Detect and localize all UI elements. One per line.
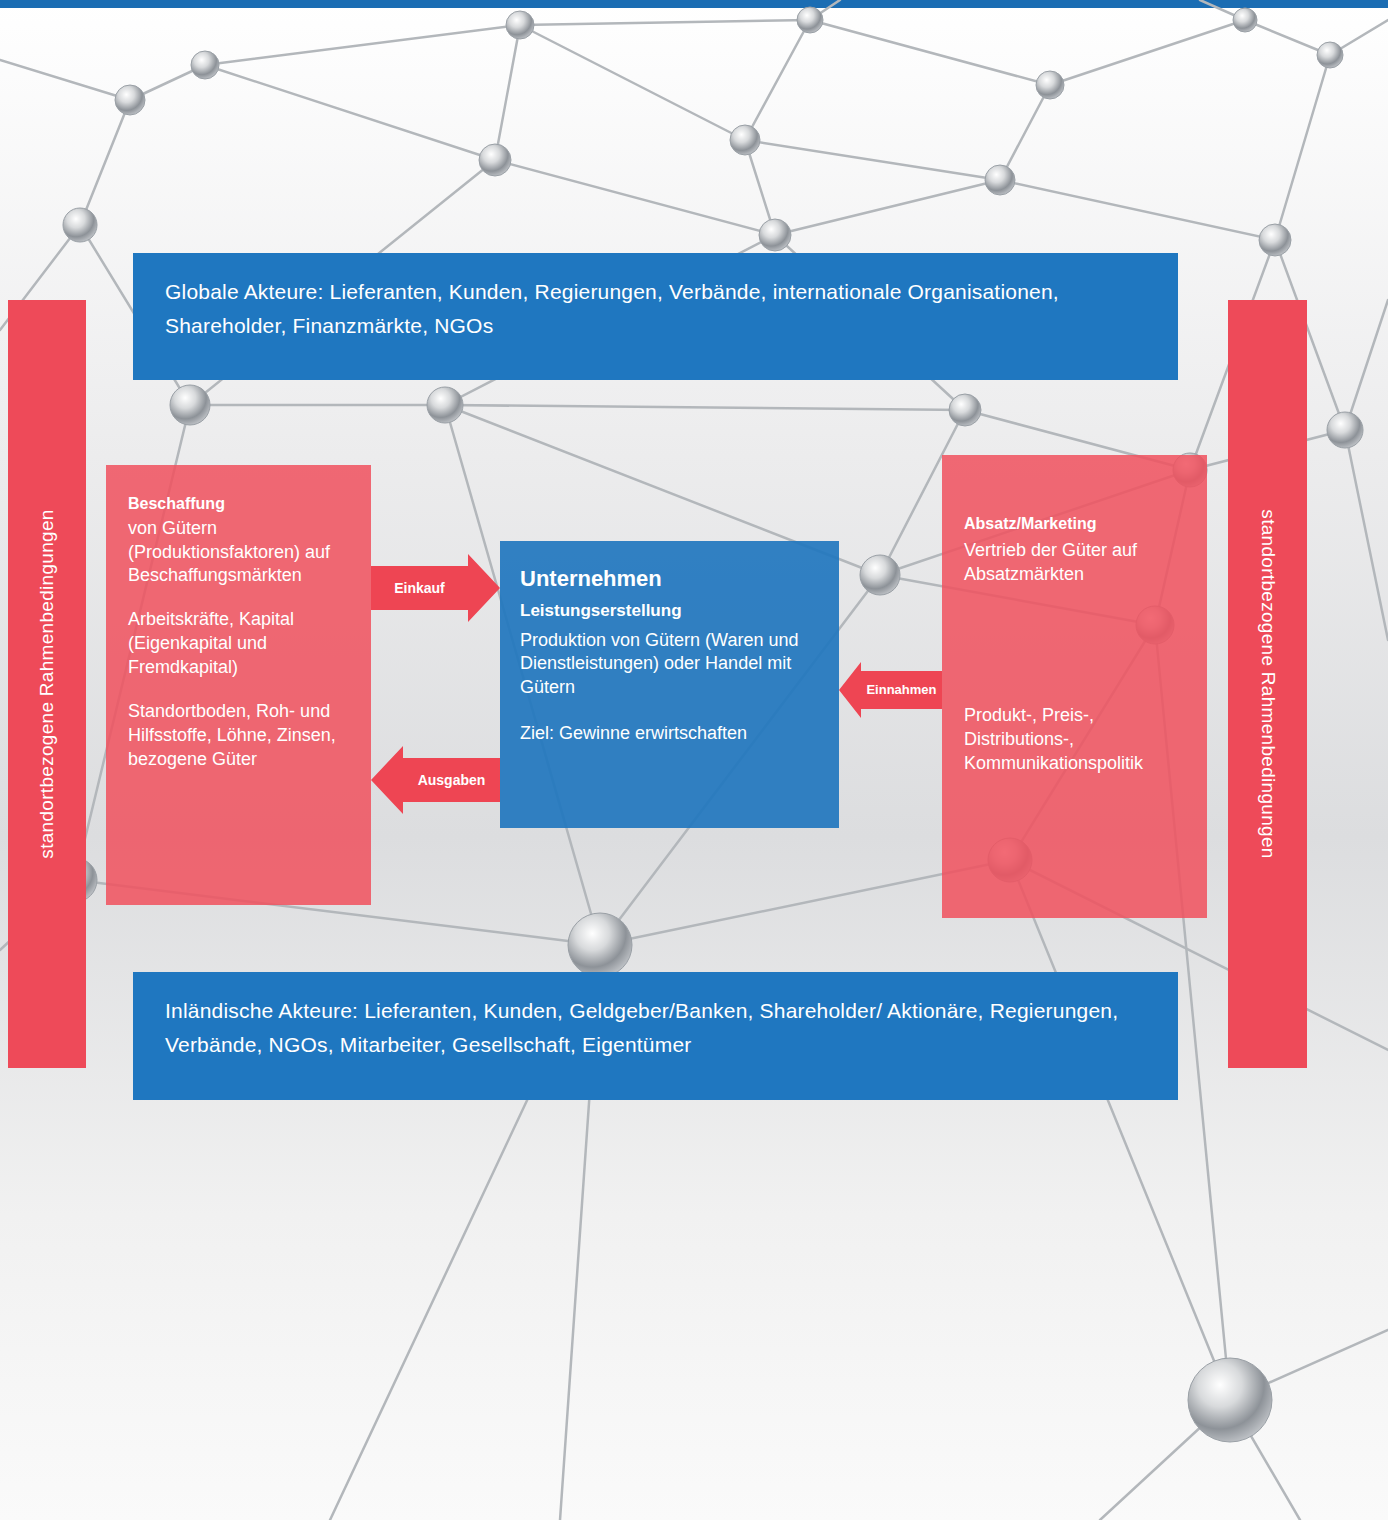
box-text: Vertrieb der Güter auf Absatzmärkten bbox=[964, 539, 1195, 587]
sphere bbox=[170, 385, 210, 425]
sphere bbox=[1036, 71, 1064, 99]
rod bbox=[1345, 300, 1388, 430]
actor-band: Inländische Akteure: Lieferanten, Kunden… bbox=[133, 972, 1178, 1100]
block-arrow bbox=[839, 662, 942, 718]
framework-band: standortbezogene Rahmenbedingungen bbox=[8, 300, 86, 1068]
rod bbox=[1000, 180, 1275, 240]
sphere bbox=[985, 165, 1015, 195]
band-label: standortbezogene Rahmenbedingungen bbox=[1257, 509, 1279, 858]
sphere bbox=[949, 394, 981, 426]
actor-band: Globale Akteure: Lieferanten, Kunden, Re… bbox=[133, 253, 1178, 380]
sphere bbox=[860, 555, 900, 595]
box-text: Leistungserstellung bbox=[520, 600, 825, 623]
sales-box: Absatz/MarketingVertrieb der Güter auf A… bbox=[942, 455, 1207, 918]
box-heading: Absatz/Marketing bbox=[964, 513, 1195, 535]
rod bbox=[745, 140, 1000, 180]
sphere bbox=[759, 219, 791, 251]
block-arrow bbox=[371, 554, 500, 622]
rod bbox=[80, 100, 130, 225]
network-spheres bbox=[53, 7, 1363, 1442]
rod bbox=[0, 60, 130, 100]
arrow-label: Einkauf bbox=[394, 580, 445, 597]
box-text: Arbeitskräfte, Kapital (Eigenkapital und… bbox=[128, 608, 359, 680]
procurement-box: Beschaffungvon Gütern (Produktionsfaktor… bbox=[106, 465, 371, 905]
rod bbox=[520, 25, 745, 140]
rod bbox=[520, 20, 810, 25]
rod bbox=[745, 20, 810, 140]
arrow-label: Einnahmen bbox=[866, 682, 936, 698]
company-box: UnternehmenLeistungserstellungProduktion… bbox=[500, 541, 839, 828]
framework-band: standortbezogene Rahmenbedingungen bbox=[1228, 300, 1307, 1068]
sphere bbox=[506, 11, 534, 39]
sphere bbox=[115, 85, 145, 115]
rod bbox=[495, 160, 775, 235]
rod bbox=[205, 65, 495, 160]
sphere bbox=[191, 51, 219, 79]
box-text: von Gütern (Produktionsfaktoren) auf Bes… bbox=[128, 517, 359, 589]
rod bbox=[1010, 860, 1230, 1400]
arrow-label: Ausgaben bbox=[418, 772, 486, 789]
box-heading: Inländische Akteure: Lieferanten, Kunden… bbox=[165, 994, 1146, 1061]
box-text: Standortboden, Roh- und Hilfsstoffe, Löh… bbox=[128, 700, 359, 772]
sphere bbox=[1259, 224, 1291, 256]
box-text: Produkt-, Preis-, Distributions-, Kommun… bbox=[964, 704, 1195, 776]
sphere bbox=[1233, 8, 1257, 32]
sphere bbox=[730, 125, 760, 155]
rod bbox=[1050, 20, 1245, 85]
sphere bbox=[797, 7, 823, 33]
rod bbox=[1245, 20, 1330, 55]
rod bbox=[445, 405, 965, 410]
sphere bbox=[1327, 412, 1363, 448]
sphere bbox=[479, 144, 511, 176]
rod bbox=[1000, 85, 1050, 180]
sphere bbox=[427, 387, 463, 423]
rod bbox=[190, 404, 445, 407]
rod bbox=[205, 25, 520, 65]
sphere bbox=[568, 913, 632, 977]
rod bbox=[495, 25, 520, 160]
sphere bbox=[1317, 42, 1343, 68]
rod bbox=[1275, 55, 1330, 240]
box-heading: Beschaffung bbox=[128, 493, 359, 515]
top-stripe bbox=[0, 0, 1388, 8]
rod bbox=[1345, 430, 1388, 640]
band-label: standortbezogene Rahmenbedingungen bbox=[36, 509, 58, 858]
sphere bbox=[1188, 1358, 1272, 1442]
sphere bbox=[63, 208, 97, 242]
box-heading: Unternehmen bbox=[520, 565, 825, 594]
rod bbox=[775, 180, 1000, 235]
box-heading: Globale Akteure: Lieferanten, Kunden, Re… bbox=[165, 275, 1146, 342]
box-text: Ziel: Gewinne erwirtschaften bbox=[520, 722, 825, 746]
block-arrow bbox=[371, 746, 500, 814]
box-text: Produktion von Gütern (Waren und Dienstl… bbox=[520, 629, 825, 701]
rod bbox=[810, 20, 1050, 85]
